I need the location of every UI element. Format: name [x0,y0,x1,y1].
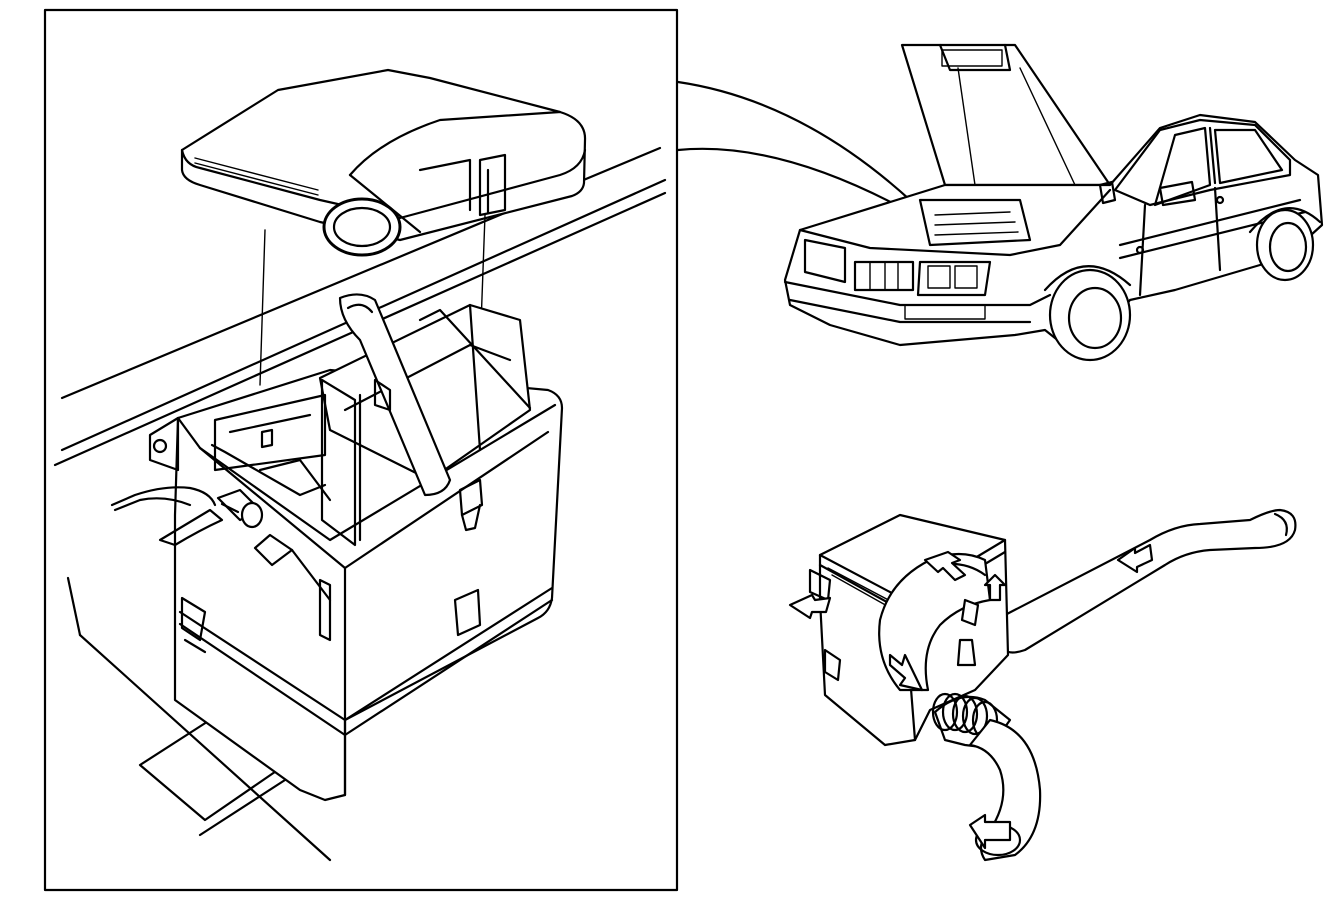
bolt-icon [216,488,264,529]
open-hood [900,43,1112,187]
detail-panel [43,8,679,892]
car-illustration [783,43,1324,362]
inlet-hose [110,486,332,602]
air-filter-housing [148,293,564,802]
detail-panel-frame [43,8,679,892]
intake-flow-assembly [788,508,1297,862]
clip-icon [180,478,484,654]
air-filter-lid [180,68,587,491]
flow-arrow-icon [788,543,1154,850]
rear-wheel [1255,208,1315,282]
leader-lines [676,80,917,217]
intake-duct [1003,508,1297,654]
